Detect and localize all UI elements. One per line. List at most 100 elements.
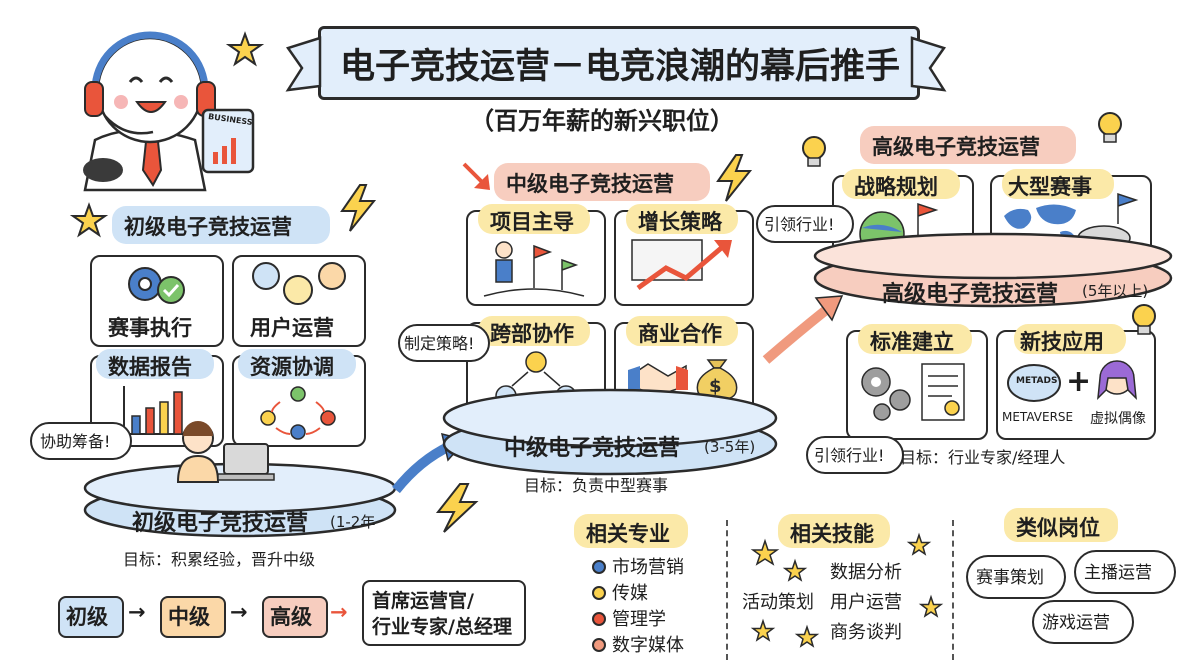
gears-document-icon: [861, 363, 965, 421]
lightning-icon: [435, 483, 479, 533]
banner-ribbon-left: [285, 36, 322, 92]
similar-cloud-2: [1074, 550, 1176, 594]
junior-speech-bubble: [30, 422, 132, 460]
middle-years: (3-5年): [704, 438, 756, 456]
senior-card-3-bg: [858, 324, 972, 354]
skill-item-3: 用户运营: [830, 592, 902, 613]
cycle-people-icon: [260, 386, 336, 440]
majors-heading-bg: [574, 514, 688, 548]
person-flag-icon: [483, 241, 585, 297]
skill-item-4: 商务谈判: [830, 622, 902, 643]
path-arrow-2: →: [230, 600, 248, 624]
skills-heading-bg: [778, 514, 890, 548]
junior-speech-text: 协助筹备!: [40, 432, 111, 451]
major-item-1: 市场营销: [612, 557, 684, 578]
skills-heading: 相关技能: [790, 522, 874, 546]
similar-heading-bg: [1004, 508, 1118, 542]
path-final-line1: 首席运营官/: [372, 590, 474, 612]
middle-card-1-bg: [478, 204, 590, 234]
middle-card-2-label: 增长策略: [638, 210, 722, 234]
junior-card-4-label: 资源协调: [250, 355, 334, 379]
senior-card-1-label: 战略规划: [854, 175, 938, 199]
senior-card-4-label: 新技应用: [1020, 330, 1104, 354]
junior-card-3-label: 数据报告: [108, 355, 192, 379]
star-icon: [906, 532, 932, 556]
vr-headset-icon: [1007, 364, 1061, 402]
senior-card-2-label: 大型赛事: [1008, 175, 1092, 199]
senior-speech-text-top: 引领行业!: [764, 215, 835, 234]
similar-item-2: 主播运营: [1084, 563, 1152, 583]
gear-check-icon: [128, 267, 185, 304]
middle-card-2-bg: [626, 204, 738, 234]
lightning-icon: [716, 154, 753, 202]
divider-1: [726, 520, 728, 660]
senior-goal: 目标：行业专家/经理人: [900, 448, 1066, 467]
senior-platform: [813, 232, 1173, 308]
path-step-2-label: 中级: [168, 605, 210, 629]
users-icon: [252, 262, 346, 305]
middle-goal: 目标：负责中型赛事: [524, 476, 669, 495]
handshake-icon: [628, 363, 688, 393]
path-arrow-3: →: [330, 600, 348, 624]
path-arrow-1: →: [128, 600, 146, 624]
down-arrow-icon: [462, 162, 490, 190]
star-icon: [782, 558, 808, 582]
page-subtitle: （百万年薪的新兴职位）: [470, 107, 734, 135]
middle-card-1-label: 项目主导: [490, 210, 574, 234]
junior-card-1: [90, 255, 224, 347]
junior-card-4-bg: [238, 349, 356, 379]
middle-heading: 中级电子竞技运营: [506, 172, 674, 196]
middle-card-3-label: 跨部协作: [490, 322, 574, 346]
senior-card-3-label: 标准建立: [870, 330, 954, 354]
junior-card-2-label: 用户运营: [250, 316, 334, 340]
junior-goal: 目标：积累经验，晋升中级: [123, 550, 316, 569]
majors-heading: 相关专业: [586, 522, 670, 546]
lightbulb-icon: [1098, 112, 1122, 143]
senior-years: (5年以上): [1082, 282, 1149, 300]
svg-text:$: $: [709, 376, 722, 397]
star-icon: [918, 594, 944, 618]
path-final-line2: 行业专家/总经理: [372, 616, 512, 638]
middle-platform: [442, 388, 778, 476]
skill-item-1: 数据分析: [830, 562, 902, 583]
junior-card-3-bg: [96, 349, 214, 379]
middle-heading-bg: [494, 163, 710, 201]
junior-card-1-label: 赛事执行: [108, 316, 192, 340]
junior-years: (1-2年: [330, 513, 376, 531]
senior-card-2-bg: [1002, 169, 1114, 199]
banner-ribbon-right: [910, 36, 947, 92]
senior-heading-bg: [860, 126, 1076, 164]
metaverse-badge: METADS: [1016, 376, 1058, 386]
senior-speech-bubble-top: [756, 205, 854, 243]
virtual-idol-icon: [1097, 360, 1137, 401]
headset-mascot-icon: [83, 31, 255, 192]
junior-platform-label: 初级电子竞技运营: [132, 511, 309, 536]
middle-card-3-bg: [478, 316, 590, 346]
lightning-icon: [340, 184, 377, 232]
path-step-3: [262, 596, 328, 638]
path-step-1-label: 初级: [66, 605, 108, 629]
lightbulb-icon: [1132, 304, 1156, 335]
title-banner: [318, 26, 920, 100]
middle-speech-text: 制定策略!: [404, 334, 475, 353]
arrow-middle-to-senior: [762, 295, 844, 364]
similar-cloud-1: [966, 555, 1066, 599]
similar-item-1: 赛事策划: [976, 568, 1044, 588]
idol-label: 虚拟偶像: [1090, 411, 1146, 427]
junior-heading-bg: [112, 206, 330, 244]
middle-speech-bubble: [398, 324, 490, 362]
similar-cloud-3: [1032, 600, 1134, 644]
senior-platform-label: 高级电子竞技运营: [882, 282, 1059, 307]
senior-speech-bubble-bottom: [806, 436, 904, 474]
path-step-2: [160, 596, 226, 638]
major-bullet-4: [592, 638, 606, 652]
major-item-4: 数字媒体: [612, 635, 684, 656]
growth-chart-icon: [631, 239, 732, 291]
lightbulb-icon: [802, 136, 826, 167]
major-item-3: 管理学: [612, 609, 666, 630]
junior-platform: [83, 462, 397, 538]
middle-platform-label: 中级电子竞技运营: [504, 436, 681, 461]
middle-card-4-bg: [626, 316, 738, 346]
star-icon: [794, 624, 820, 648]
star-icon: [750, 538, 780, 566]
